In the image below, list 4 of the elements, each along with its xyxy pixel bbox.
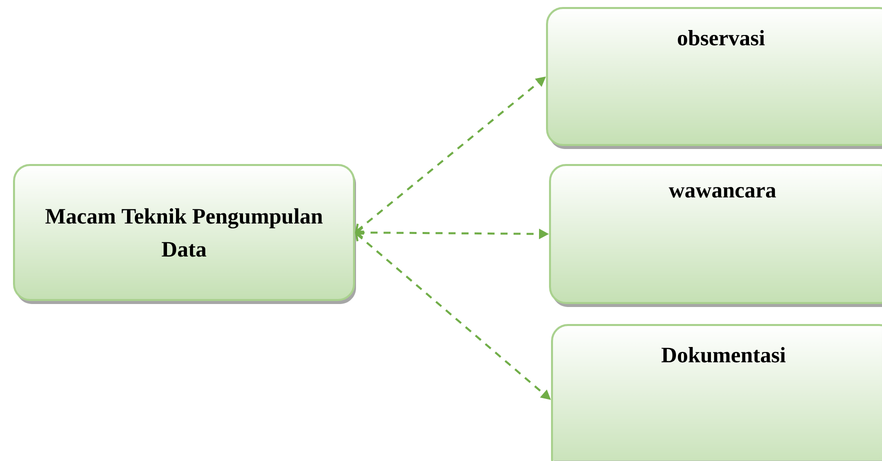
process-box: Dokumentasi — [551, 324, 882, 461]
process-box: wawancara — [549, 164, 882, 307]
process-box: observasi — [546, 7, 882, 149]
process-box: Macam Teknik Pengumpulan Data — [13, 164, 356, 304]
